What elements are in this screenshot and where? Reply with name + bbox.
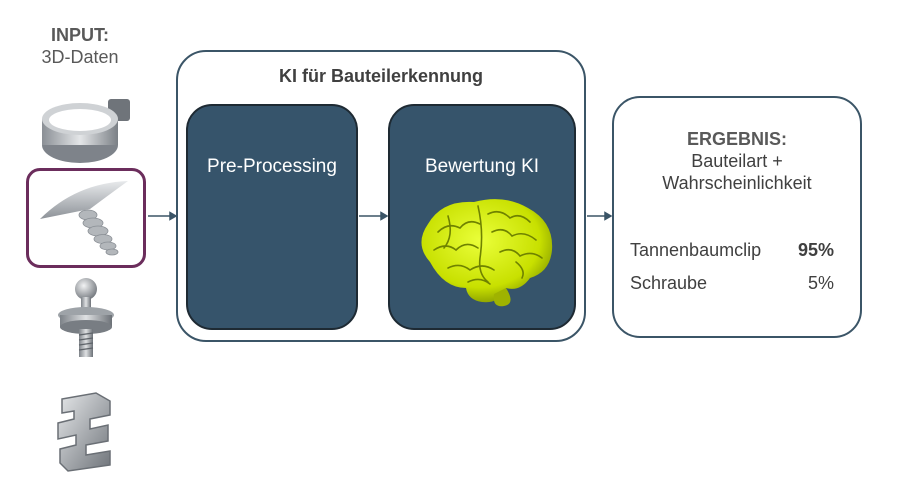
brain-icon [421, 199, 553, 307]
input-subtitle: 3D-Daten [41, 47, 119, 67]
result-row: Schraube 5% [630, 273, 834, 294]
result-container [612, 96, 862, 338]
preprocessing-step: Pre-Processing [186, 104, 358, 330]
input-title: INPUT: 3D-Daten [20, 24, 140, 68]
profile-clip-icon [26, 380, 146, 480]
result-row-name: Tannenbaumclip [630, 240, 762, 260]
ki-evaluation-step: Bewertung KI [388, 104, 576, 330]
ki-title: KI für Bauteilerkennung [278, 66, 484, 86]
result-title: ERGEBNIS: Bauteilart + Wahrscheinlichkei… [612, 128, 862, 194]
pipe-clamp-icon [26, 80, 146, 180]
preprocessing-label: Pre-Processing [207, 156, 337, 177]
result-line1: Bauteilart + [691, 151, 783, 171]
ki-container [176, 50, 586, 342]
input-heading: INPUT: [51, 25, 109, 45]
ki-evaluation-label: Bewertung KI [424, 156, 540, 177]
ball-stud-screw-icon [26, 270, 146, 370]
result-row-name: Schraube [630, 273, 708, 293]
result-row-value: 5% [807, 273, 834, 293]
fir-tree-clip-icon [26, 168, 146, 268]
result-row: Tannenbaumclip 95% [630, 240, 834, 261]
result-row-value: 95% [797, 240, 834, 260]
result-heading: ERGEBNIS: [686, 129, 787, 149]
result-line2: Wahrscheinlichkeit [662, 173, 812, 193]
